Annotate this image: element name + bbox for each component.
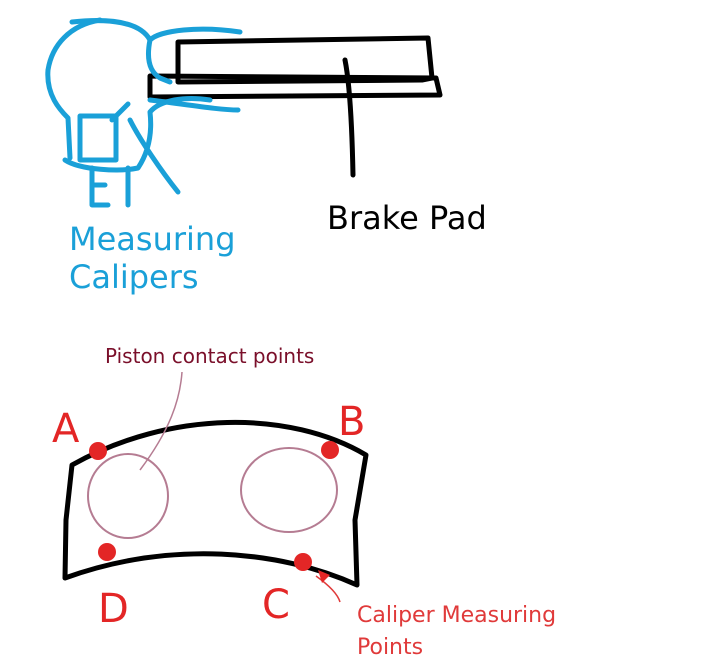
point-c-dot (294, 553, 312, 571)
caliper-sketch (45, 17, 243, 208)
caliper-window (77, 113, 119, 163)
piston-circle-right (240, 447, 338, 533)
pad-outline (62, 420, 369, 588)
point-letters: A B C D (52, 399, 365, 632)
point-d-dot (98, 543, 116, 561)
point-d-letter: D (98, 586, 129, 632)
piston-leader-line (139, 371, 183, 471)
brake-pad-pointer (342, 57, 356, 178)
caliper-jaw-top (69, 18, 153, 43)
point-a-letter: A (52, 406, 80, 452)
brake-pad-front-view (62, 371, 369, 603)
point-b-dot (321, 441, 339, 459)
point-a-dot (89, 442, 107, 460)
measuring-points (89, 441, 339, 583)
caliper-lower-jaw (89, 101, 131, 208)
point-c-letter: C (262, 582, 290, 628)
piston-contact-label: Piston contact points (105, 344, 315, 368)
measure-arrow-tip (318, 570, 330, 583)
piston-circle-left (87, 453, 169, 539)
measuring-calipers-label: Measuring Calipers (69, 220, 236, 297)
caliper-body (45, 17, 243, 195)
measure-leader-line (315, 575, 341, 603)
pad-backing-plate (147, 73, 443, 100)
brake-pad-label: Brake Pad (327, 199, 487, 237)
point-b-letter: B (338, 399, 365, 445)
brake-pad-side-view (147, 35, 443, 178)
caliper-measuring-points-label: Caliper Measuring Points (357, 603, 557, 660)
